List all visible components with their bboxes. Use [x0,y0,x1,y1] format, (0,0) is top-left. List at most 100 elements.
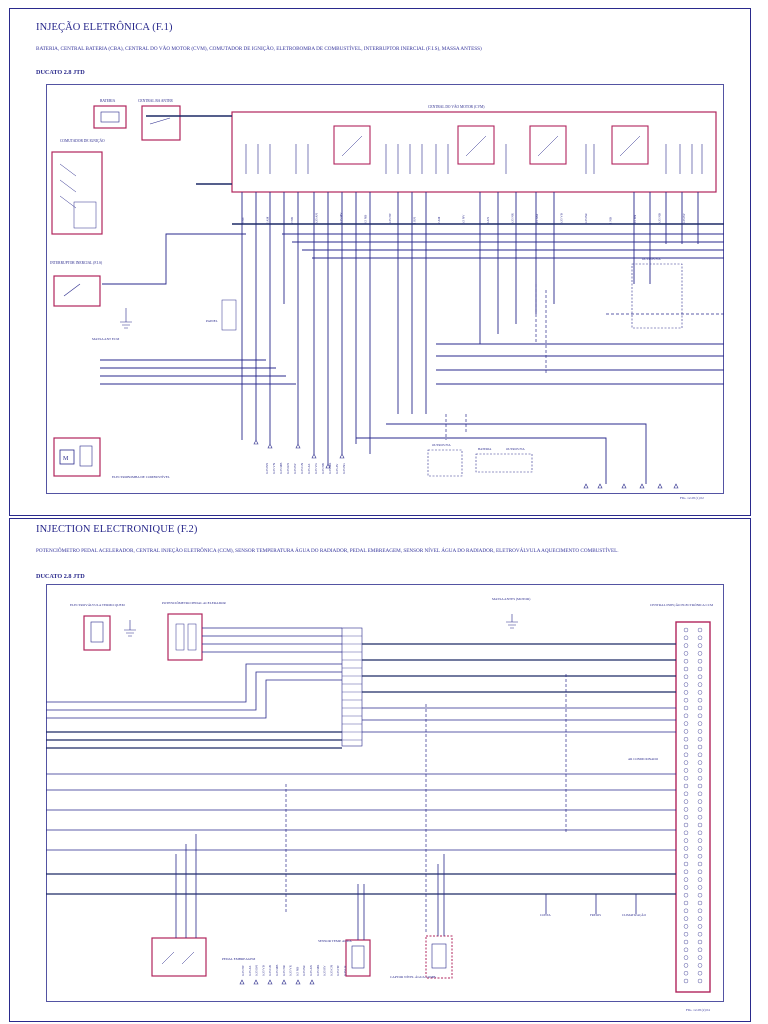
ccm-pin [697,760,703,765]
wire-code-label: 0.35 VB [261,965,265,976]
ccm-pin [697,674,703,680]
wire-code-label: 0.35 RN [286,462,290,474]
ccm-pin [683,674,689,680]
others-label-3: OUTROS FIA [506,447,525,451]
wire-code-label: 0.35 VB [560,213,564,224]
wire-code-label: 2 NB [290,217,294,224]
ccm-pin [683,924,689,929]
wires-sheet1 [100,192,724,484]
wire-code-label: 0.35 NV [241,964,245,976]
ccm-pin [683,939,689,945]
sheet-2-title: INJECTION ELECTRONIQUE (F.2) [36,524,198,535]
ccm-pin [683,814,689,820]
wire-code-label: 0.35 BV [682,212,686,224]
cvm-fuses [245,144,703,174]
ccm-pin [683,729,689,734]
ccm-pin [683,791,689,797]
ccm-pin [683,627,689,633]
dashed-wires-sheet1 [445,284,724,440]
wire-code-label: 0.35 GN [300,462,304,474]
fuel-pump-label: ELECTROBOMBA DE COMBUSTÍVEL [112,474,170,479]
ccm-pin [697,846,703,851]
ccm-pin [697,885,703,890]
water-sensor-label: SENSOR TEMP. AGUA [318,939,352,943]
others-label-2: OUTROS FIA [432,443,451,447]
others-box-3 [475,453,533,473]
ccm-pin [683,744,689,750]
ccm-pin [683,955,689,960]
ccm-pin [697,877,703,882]
wire-code-label: 0.35 NB [321,463,325,474]
ccm-pin [697,768,703,773]
ccm-pin [697,690,703,695]
ccm-pin [683,736,689,742]
ccm-pin [697,791,703,797]
ccm-pin [697,838,703,843]
sheet-2-model: DUCATO 2.8 JTD [36,573,85,580]
ccm-pin [683,978,689,984]
injection-central-label: CENTRAL INJEÇÃO ELECTRÓNICA CCM [650,602,713,607]
battery-central-label: CENTRAL BA ANTER [138,99,173,103]
wire-code-label: 2 AM [437,216,441,224]
sheet-1-footer: FIG. 12.28 (1) 02 [680,496,704,500]
wire-code-label: 3.5 NB [364,215,368,224]
ccm-pin [697,635,703,640]
ccm-pin [683,799,689,804]
ccm-pin [697,900,703,906]
pedal-pot-box [167,613,203,661]
battery-central-box [141,105,181,141]
ccm-pin [697,822,703,828]
ccm-pin [683,869,689,874]
wire-code-label: 0.35 HV [336,964,340,976]
ccm-pin [683,666,689,672]
legend-conta: CONTA [540,913,551,917]
fuel-pump-box [53,437,101,477]
ccm-pin [683,947,689,952]
ccm-pin [697,736,703,742]
ground-label: MASSA ANT ECM [92,337,119,341]
engine-bay-central-box [231,111,717,193]
ccm-pin [697,963,703,968]
wire-code-label: 0.35 BR [584,212,588,224]
wire-code-label: 0.5 AM [535,214,539,224]
level-sensor-box [425,935,453,979]
wire-code-label: 0.35 NB [658,213,662,224]
wire-code-label: 0.35 AZ [307,463,311,474]
ccm-pin [697,916,703,921]
wire-code-label: 0.35 NR [282,964,286,976]
ccm-pin [683,690,689,695]
ccm-pin [697,783,703,789]
wire-code-label: 0.35 BR [302,964,306,976]
ccm-pin [683,682,689,687]
ground-symbol [120,308,132,329]
ccm-pin [683,893,689,898]
ccm-pin [697,651,703,656]
wire-code-label: 0.35 BV [293,462,297,474]
ccm-pin [697,814,703,820]
ccm-pin [697,682,703,687]
wire-code-label: 0.5 NV [462,214,466,224]
ccm-pin [683,643,689,648]
ccm-pin [683,721,689,726]
wire-code-label: 0.35 NR [511,212,515,224]
wire-code-label: 0.35 AV [335,463,339,474]
electrovalve-label: ELECTROVÁLVULA TERMO QUEM [70,602,125,607]
ccm-pin [683,900,689,906]
clutch-pedal-box [151,937,207,977]
ccm-pin [697,978,703,984]
wires-sheet2 [46,627,676,940]
ccm-pin [683,705,689,711]
ccm-pin [683,838,689,843]
wire-code-label: 0.35 MV [339,212,343,224]
wire-code-label: 0.35 MR [328,462,332,474]
ccm-pin [683,846,689,851]
wire-code-label: 0.5 NB [295,967,299,976]
injection-central-box [675,621,711,993]
ccm-pin [683,635,689,640]
ccm-pin [683,830,689,836]
ccm-pin [697,861,703,867]
wire-code-label: 0.35 VR [289,964,293,976]
ccm-pin [697,893,703,898]
ac-conditioner-label: AR CONDICIONADO [628,757,659,761]
sheet-2-footer: FIG. 12.28 (2) 04 [686,1008,710,1012]
